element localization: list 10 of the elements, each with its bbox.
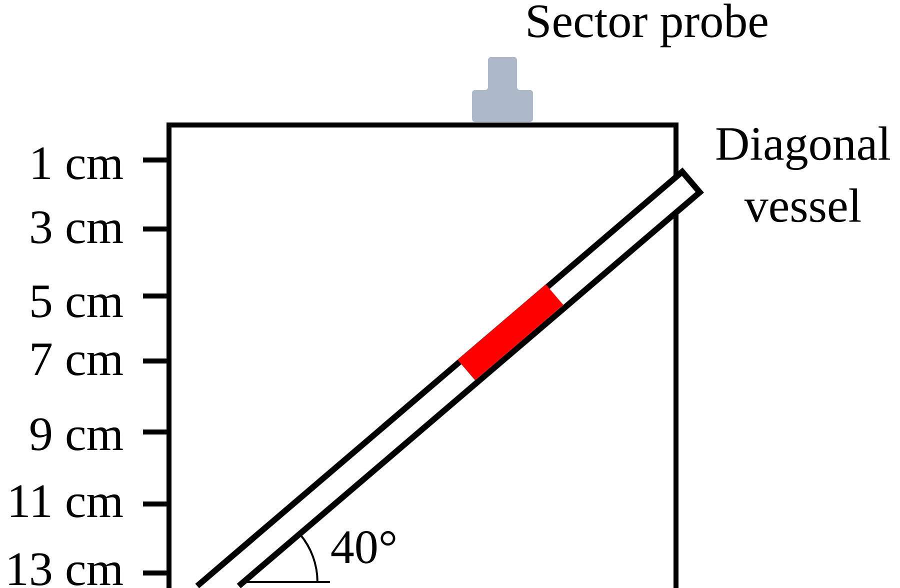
probe-label: Sector probe (528, 4, 768, 48)
depth-label: 5 cm (32, 286, 123, 318)
angle-label: 40° (331, 531, 396, 564)
depth-label: 13 cm (9, 553, 123, 586)
depth-label: 7 cm (32, 344, 123, 376)
depth-label: 11 cm (10, 485, 123, 518)
depth-label: 9 cm (30, 418, 123, 450)
depth-label: 3 cm (31, 211, 123, 244)
depth-label: 1 cm (33, 147, 123, 180)
vessel-label: Diagonal vessel (716, 126, 890, 222)
